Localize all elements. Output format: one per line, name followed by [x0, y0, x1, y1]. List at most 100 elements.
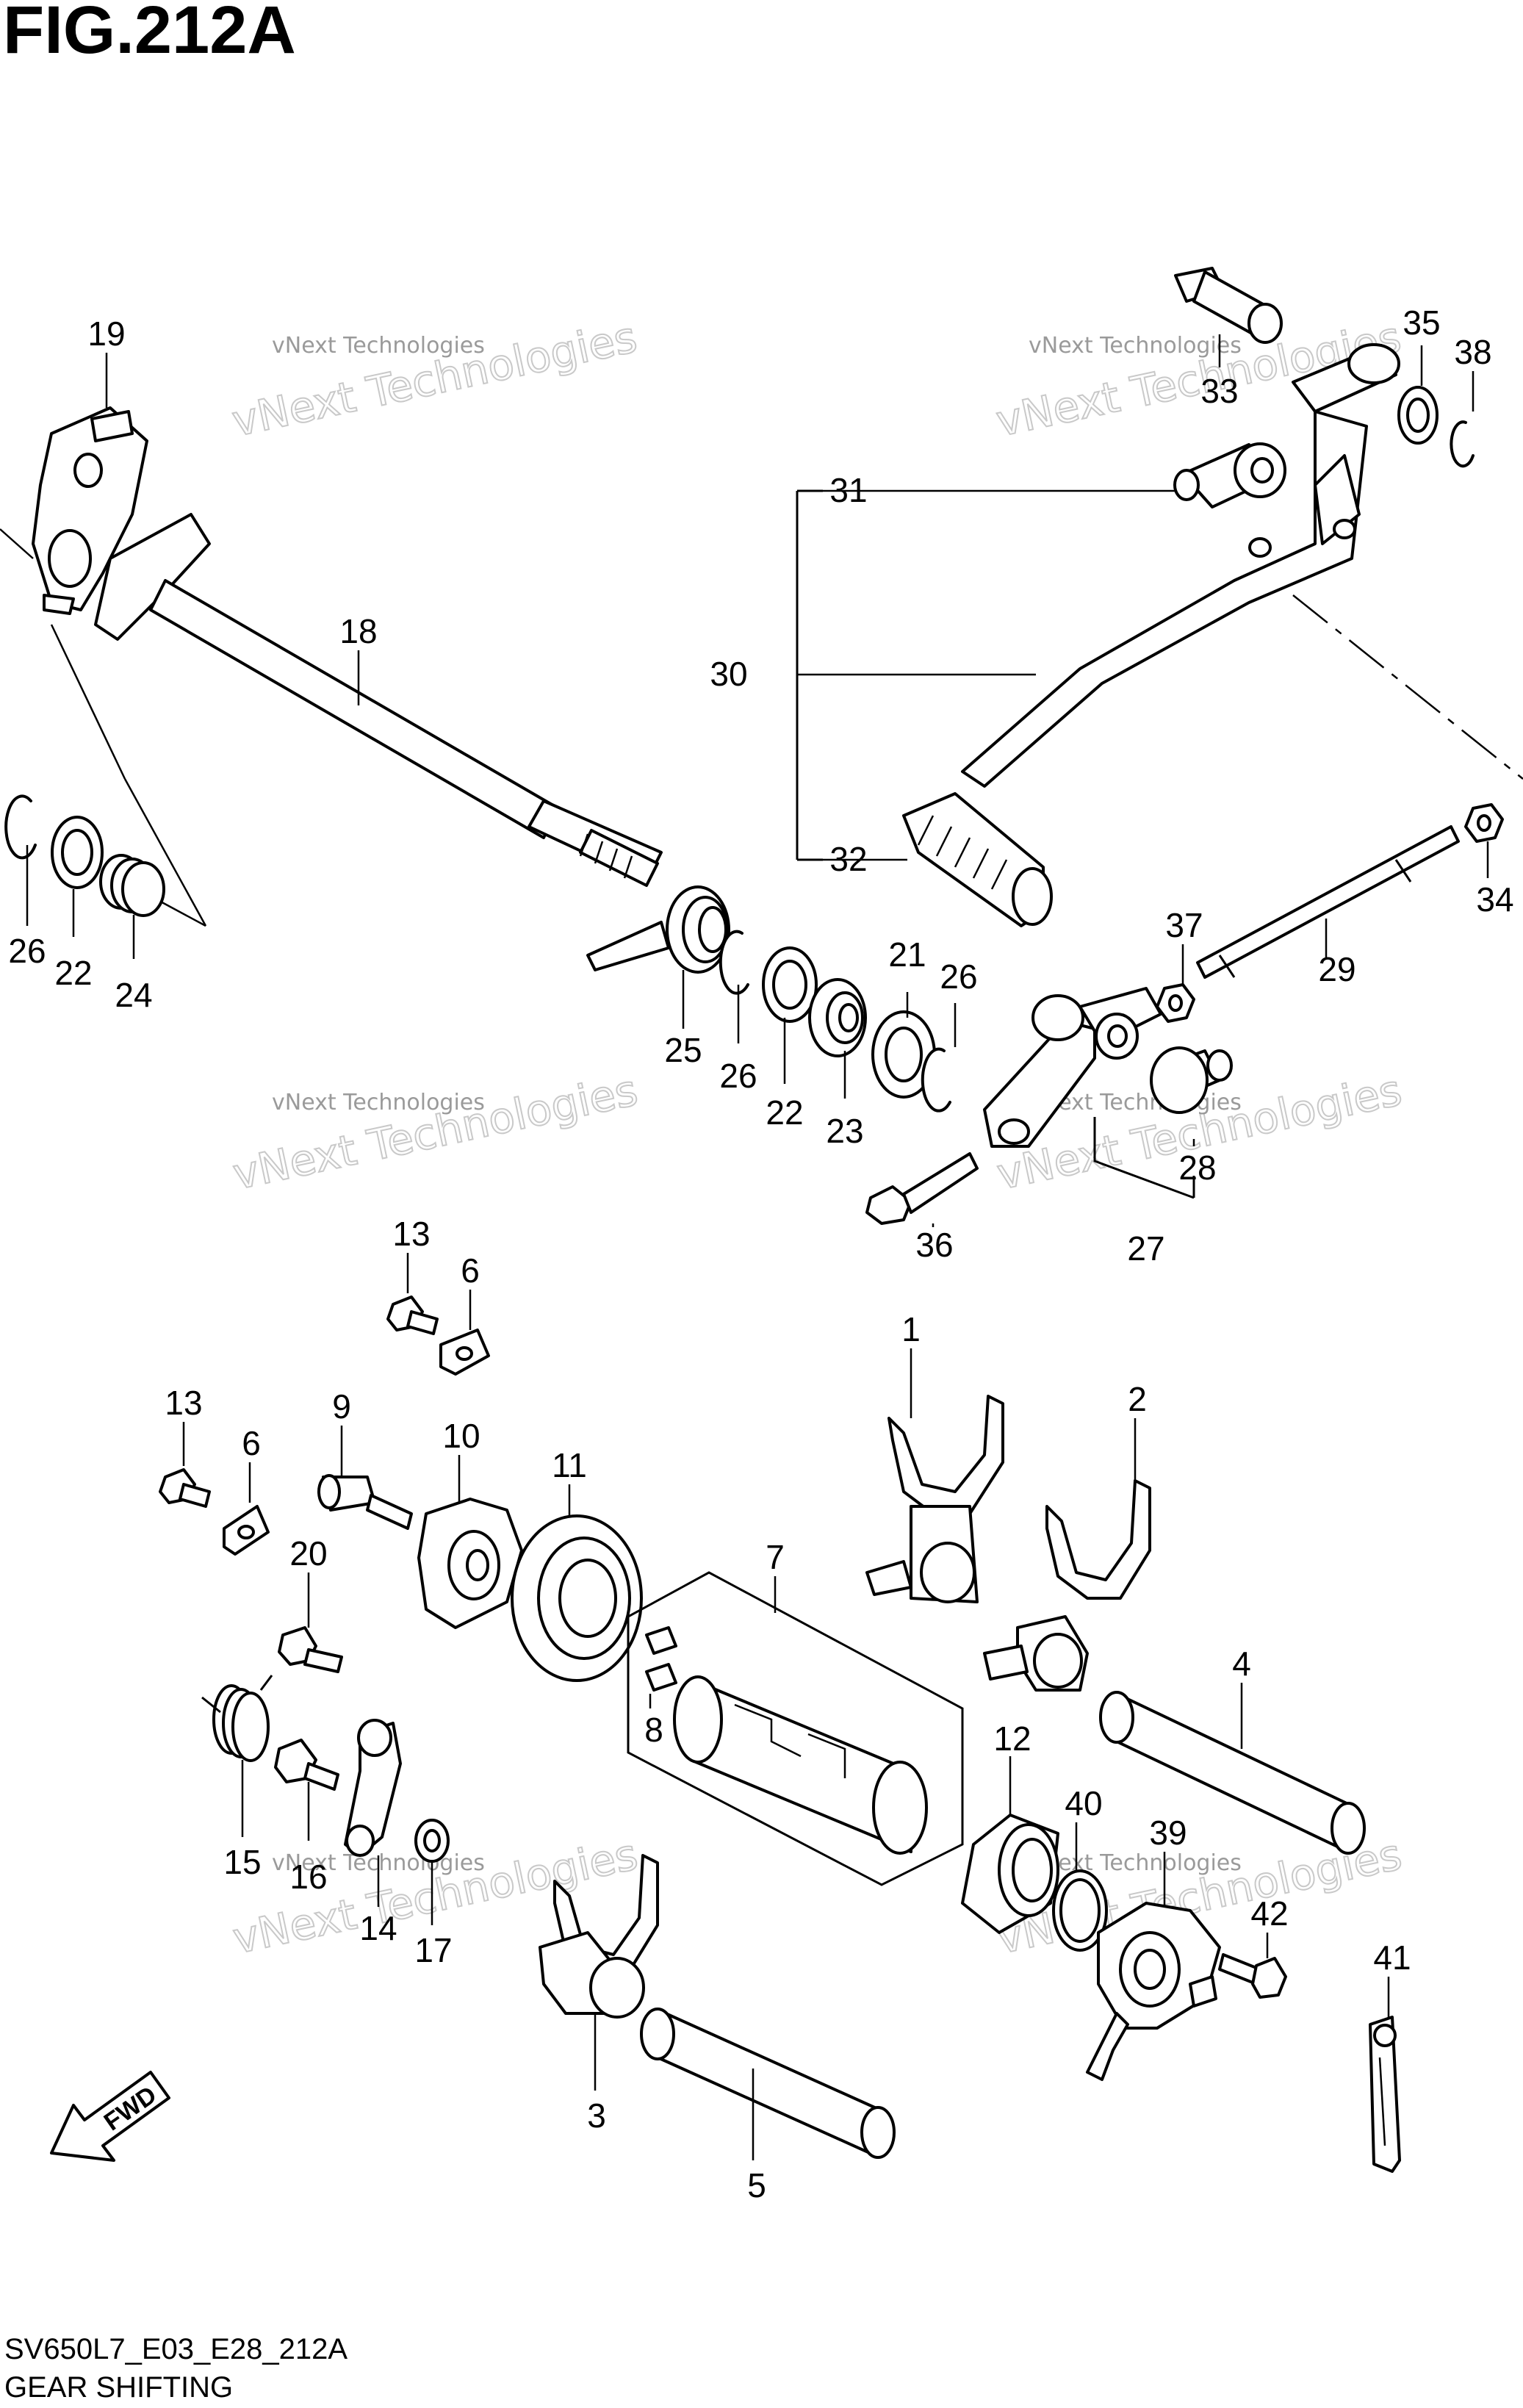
callout-14: 14 [359, 1909, 397, 1947]
callout-19: 19 [87, 315, 125, 353]
stopper-spring [201, 1675, 273, 1762]
callout-18: 18 [339, 612, 377, 650]
alignment-line [50, 624, 126, 780]
alignment-line [1292, 594, 1523, 780]
spring-left [99, 854, 165, 917]
return-spring [586, 885, 730, 974]
circlip-outer [921, 1047, 951, 1113]
figure-title: FIG.212A [3, 0, 296, 68]
bearing-11 [511, 1514, 643, 1682]
callout-34: 34 [1476, 880, 1513, 919]
callout-22: 22 [766, 1093, 803, 1132]
callout-41: 41 [1373, 1938, 1411, 1977]
pedal-rubber [902, 792, 1053, 927]
figure-code: SV650L7_E03_E28_212A [4, 2333, 348, 2365]
callout-29: 29 [1318, 950, 1355, 988]
cam-stopper-plate-lower [223, 1505, 270, 1556]
callout-1: 1 [901, 1310, 921, 1348]
callout-15: 15 [223, 1843, 261, 1881]
circlip-pedal [1450, 420, 1475, 468]
watermark-small: vNext Technologies [1029, 1850, 1242, 1876]
gear-position-switch [1086, 1902, 1221, 2081]
watermark-large: vNext Technologies [228, 1065, 641, 1199]
callout-26: 26 [719, 1057, 757, 1095]
rod-nut-34 [1464, 803, 1504, 843]
figure-name: GEAR SHIFTING [4, 2371, 233, 2404]
arm-bolt [865, 1152, 979, 1225]
callout-31: 31 [829, 471, 867, 509]
washer-right [762, 946, 818, 1023]
pivot-bolt [1174, 267, 1283, 344]
callout-28: 28 [1178, 1149, 1216, 1187]
cam-stopper [344, 1719, 402, 1857]
cam-stopper-plate-upper [439, 1329, 490, 1376]
bolt-20 [278, 1626, 343, 1673]
callout-32: 32 [829, 840, 867, 878]
callout-8: 8 [644, 1711, 663, 1749]
bolt-42 [1218, 1953, 1287, 1999]
washer-17 [414, 1819, 450, 1863]
watermark-small: vNext Technologies [272, 1090, 485, 1115]
callout-6: 6 [461, 1251, 480, 1290]
callout-7: 7 [766, 1538, 785, 1576]
circlip-left [4, 794, 37, 860]
washer-pedal [1397, 386, 1439, 445]
shift-fork-2 [983, 1479, 1151, 1692]
o-ring-40 [1052, 1869, 1108, 1952]
alignment-line [157, 899, 206, 927]
callout-6: 6 [242, 1424, 261, 1462]
callout-20: 20 [289, 1534, 327, 1573]
rod-end [1173, 442, 1286, 508]
bolt-16 [274, 1739, 339, 1791]
gearshift-cam-plate [417, 1498, 523, 1629]
callout-10: 10 [442, 1417, 480, 1455]
watermark-small: vNext Technologies [1029, 333, 1242, 359]
callout-11: 11 [552, 1446, 587, 1484]
callout-5: 5 [747, 2166, 766, 2204]
callout-9: 9 [332, 1387, 351, 1426]
forward-arrow-icon: FWD [50, 2071, 170, 2162]
shift-rod [1196, 825, 1460, 979]
alignment-line [0, 528, 34, 559]
callout-37: 37 [1165, 906, 1203, 944]
callout-23: 23 [826, 1112, 863, 1150]
shift-fork-1 [865, 1395, 1004, 1603]
watermark-group: vNext Technologies vNext Technologies vN… [227, 311, 1406, 1964]
callout-13: 13 [392, 1215, 430, 1253]
callout-24: 24 [115, 976, 152, 1014]
callout-33: 33 [1200, 372, 1238, 410]
callout-16: 16 [289, 1858, 327, 1896]
rod-end-ball-joint [1150, 1046, 1233, 1114]
shift-arm [983, 987, 1162, 1148]
shift-fork-3 [539, 1854, 659, 2019]
callout-35: 35 [1403, 303, 1440, 342]
callout-3: 3 [587, 2096, 606, 2135]
oil-seal [808, 978, 867, 1057]
gearshift-lever [961, 343, 1400, 788]
gear-shift-shaft [94, 513, 663, 887]
callout-labels: 19 18 26 22 24 25 26 22 23 21 26 31 30 3… [8, 303, 1513, 2204]
bracket-line [1093, 1117, 1195, 1199]
callout-26: 26 [8, 932, 46, 970]
callout-38: 38 [1454, 333, 1491, 371]
alignment-line [123, 778, 207, 927]
washer-outer [871, 1010, 936, 1099]
leader-lines [26, 334, 1489, 2160]
callout-13: 13 [165, 1384, 202, 1422]
callout-17: 17 [414, 1931, 452, 1969]
rod-nut-37 [1156, 983, 1195, 1023]
watermark-large: vNext Technologies [228, 312, 641, 446]
screw-13-lower [159, 1468, 211, 1508]
callout-12: 12 [993, 1719, 1031, 1758]
fork-shaft-4 [1099, 1691, 1366, 1855]
callout-2: 2 [1128, 1380, 1147, 1418]
cam-pin [317, 1474, 413, 1530]
fork-shaft-5 [640, 2008, 896, 2159]
washer-left [51, 816, 104, 889]
gear-shift-arm [32, 406, 148, 615]
callout-42: 42 [1250, 1894, 1288, 1933]
callout-39: 39 [1149, 1814, 1187, 1852]
callout-25: 25 [664, 1031, 702, 1069]
callout-40: 40 [1065, 1784, 1102, 1822]
